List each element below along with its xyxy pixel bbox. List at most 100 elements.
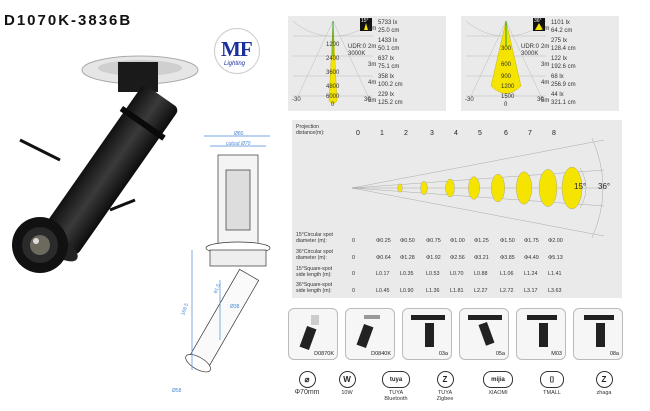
spot-value: L0.35 [400, 271, 414, 277]
light-spot [468, 176, 480, 200]
spot-value: Φ2.56 [450, 255, 465, 261]
spot-value: Φ3.85 [500, 255, 515, 261]
spot-value: Φ1.50 [500, 238, 515, 244]
spot-value: L0.90 [400, 288, 414, 294]
dim-cutout: cutout Ø70 [226, 141, 251, 147]
row-label-36-square: 36°Square-spot side length (m): [296, 282, 333, 294]
beam-angle-badge: 36° [533, 18, 545, 31]
mount-option[interactable]: M03 [516, 308, 566, 360]
diameter-icon: ⌀ [298, 371, 316, 388]
spot-value: 0 [352, 271, 355, 277]
ring-label: 1200 [501, 84, 515, 90]
center-label: 0 [504, 102, 508, 108]
beam-angle-15: 15° [574, 182, 587, 191]
spot-value: 0 [352, 238, 355, 244]
spot-value: L0.45 [376, 288, 390, 294]
projection-label: Projection distance(m): [296, 124, 325, 136]
distance-label: 4 [454, 130, 458, 137]
light-spot [420, 181, 428, 195]
tmall-icon: ⌷ [540, 371, 564, 388]
dim-top-width: Ø80 [234, 131, 244, 137]
feature-zhaga: Z zhaga [584, 371, 624, 396]
zigbee-icon: Z [436, 371, 454, 388]
distance-label: 0 [356, 130, 360, 137]
light-spot [538, 169, 558, 207]
ring-label: 1500 [501, 94, 515, 100]
dim-tilt: Ø38 [230, 304, 240, 310]
spot-value: Φ1.25 [474, 238, 489, 244]
illuminance-table-36: 1m 1101 lx 64.2 cm 2m 275 lx 128.4 cm 3m… [541, 20, 576, 106]
spot-value: L1.24 [524, 271, 538, 277]
spot-value: Φ0.75 [426, 238, 441, 244]
spot-value: Φ5.13 [548, 255, 563, 261]
illuminance-table-15: 1m 5733 lx 25.0 cm 2m 1433 lx 50.1 cm 3m… [368, 20, 403, 106]
spot-value: L1.41 [548, 271, 562, 277]
ring-label: 600 [501, 62, 512, 68]
cct-label: UDR:0 3000K [348, 44, 367, 57]
feature-watt: W 10W [327, 371, 367, 396]
dim-depth: 81.5 [213, 283, 222, 294]
ring-label: 6000 [326, 94, 340, 100]
spot-value: Φ1.92 [426, 255, 441, 261]
ring-label: 300 [501, 46, 512, 52]
spot-value: Φ1.28 [400, 255, 415, 261]
dim-lens: Ø58 [172, 388, 182, 394]
spot-value: Φ0.25 [376, 238, 391, 244]
light-spot [491, 174, 505, 203]
product-title: D1070K-3836B [4, 12, 133, 29]
spot-value: L0.88 [474, 271, 488, 277]
beam-cones [351, 137, 605, 239]
spot-value: L1.81 [450, 288, 464, 294]
spot-value: Φ0.64 [376, 255, 391, 261]
spot-value: Φ1.75 [524, 238, 539, 244]
mount-option[interactable]: 03a [402, 308, 452, 360]
angle-left-label: -30 [465, 97, 474, 103]
spot-value: Φ4.49 [524, 255, 539, 261]
cct-label: UDR:0 3000K [521, 44, 540, 57]
beam-angle-badge: 15° [360, 18, 372, 31]
distance-label: 8 [552, 130, 556, 137]
angle-left-label: -30 [292, 97, 301, 103]
light-spot [561, 166, 583, 210]
spot-value: L0.53 [426, 271, 440, 277]
spot-value: 0 [352, 288, 355, 294]
mount-option[interactable]: D0870K [288, 308, 338, 360]
light-spot [445, 178, 455, 198]
spot-value: L3.63 [548, 288, 562, 294]
spot-value: L1.36 [426, 288, 440, 294]
feature-tuya-bluetooth: tuya TUYA Bluetooth [376, 371, 416, 402]
mount-option[interactable]: 05a [459, 308, 509, 360]
zhaga-icon: Z [595, 371, 613, 388]
beam-angle-36: 36° [598, 182, 611, 191]
spot-value: Φ1.00 [450, 238, 465, 244]
angle-right-label: 30 [537, 97, 544, 103]
spot-value: L2.27 [474, 288, 488, 294]
spot-value: Φ2.00 [548, 238, 563, 244]
mijia-icon: mijia [483, 371, 513, 388]
logo-mark: MF [221, 37, 253, 61]
brand-logo: MF Lighting [214, 28, 260, 74]
mount-option[interactable]: D0840K [345, 308, 395, 360]
ring-label: 4800 [326, 84, 340, 90]
spot-value: L0.70 [450, 271, 464, 277]
mount-option[interactable]: 08a [573, 308, 623, 360]
light-spot [515, 171, 532, 205]
product-photo [12, 55, 199, 273]
feature-diameter: ⌀ Φ70mm [287, 371, 327, 396]
dim-length: 168.5 [180, 302, 190, 316]
center-label: 0 [331, 102, 335, 108]
ring-label: 3600 [326, 70, 340, 76]
light-chart-36: 300 600 900 1200 1500 0 -30 30 UDR:0 300… [461, 16, 619, 111]
distance-label: 6 [504, 130, 508, 137]
feature-tuya-zigbee: Z TUYA Zigbee [425, 371, 465, 402]
row-label-15-square: 15°Square-spot side length (m): [296, 266, 333, 278]
feature-xiaomi: mijia XIAOMI [478, 371, 518, 396]
distance-label: 7 [528, 130, 532, 137]
distance-label: 3 [430, 130, 434, 137]
spot-value: L3.17 [524, 288, 538, 294]
technical-drawing: Ø80 cutout Ø70 168.5 81.5 Ø38 Ø58 [172, 131, 271, 394]
row-label-15-circle: 15°Circular spot diameter (m): [296, 232, 333, 244]
spot-value: Φ0.50 [400, 238, 415, 244]
spot-value: Φ3.21 [474, 255, 489, 261]
